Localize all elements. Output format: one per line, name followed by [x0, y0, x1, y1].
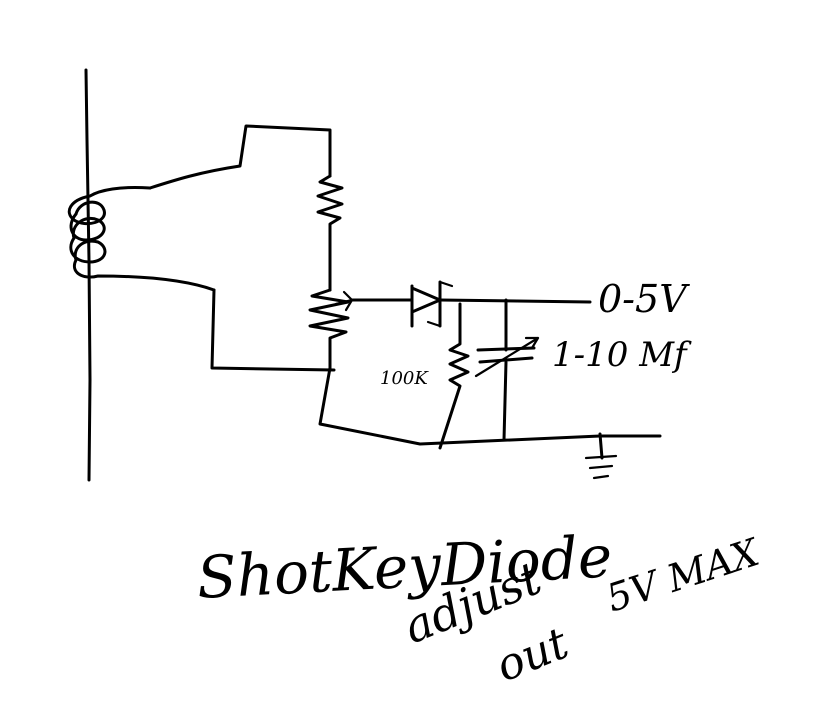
- coil-to-loop-wire: [148, 124, 332, 190]
- bleed-resistor-icon: [438, 302, 470, 450]
- potentiometer-icon: [308, 288, 350, 370]
- ground-symbol-icon: [584, 432, 618, 480]
- max-rating-note: 5V MAX: [601, 530, 766, 621]
- coil-return-wire: [210, 288, 336, 372]
- vertical-conductor: [84, 68, 92, 482]
- diode-type-note: ShotKeyDiode: [195, 522, 614, 612]
- pickup-coil-icon: [67, 186, 216, 292]
- upper-resistor-icon: [316, 174, 344, 292]
- output-voltage-label: 0-5V: [598, 277, 690, 321]
- instruction-note-out: out: [489, 618, 576, 693]
- potentiometer-wiper-arrow: [334, 290, 354, 312]
- schottky-diode-icon: [410, 280, 454, 328]
- adjustable-capacitor-icon: [474, 298, 540, 442]
- capacitor-value-label: 1-10 Mf: [552, 335, 692, 375]
- resistor-value-label: 100K: [380, 368, 429, 389]
- ground-rail-wire: [318, 366, 662, 446]
- output-wire: [438, 298, 592, 304]
